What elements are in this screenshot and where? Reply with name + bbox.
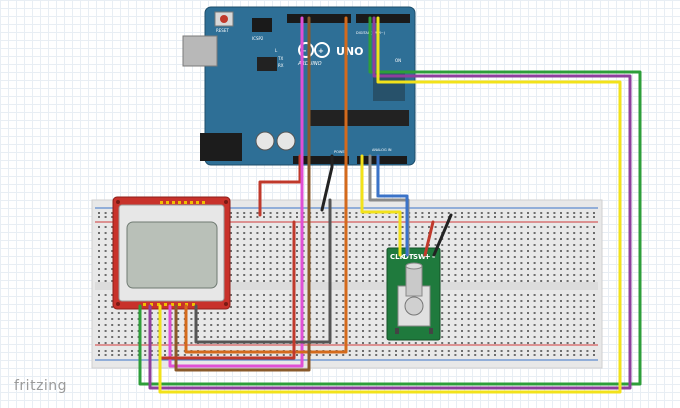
analog-label: ANALOG IN (372, 148, 392, 152)
wire-black-gnd-enc (432, 213, 453, 257)
encoder-shaft (405, 265, 423, 297)
wires (138, 16, 642, 394)
encoder-clk-label: CLK (390, 253, 406, 261)
atmega-chip (309, 110, 409, 126)
arduino-uno: RESET ICSP2 L TX RX ON − + ARDUINO UNO P… (182, 6, 416, 166)
wire-red-vcc-enc (423, 220, 435, 257)
digital-header-left (287, 14, 351, 23)
on-label: ON (395, 58, 401, 63)
wire-green-lcd (138, 16, 642, 386)
digital-header-right (356, 14, 410, 23)
icsp-label: ICSP2 (252, 36, 264, 41)
rotary-encoder: CLK DT SW + - (386, 247, 441, 341)
svg-text:+: + (318, 47, 324, 55)
usb-port (182, 35, 218, 67)
arduino-model: UNO (336, 45, 364, 58)
encoder-dt-label: DT (403, 253, 414, 261)
wire-yellow-lcd (158, 16, 622, 394)
svg-text:−: − (301, 47, 307, 55)
fritzing-brand: fritzing (14, 378, 68, 394)
power-label: POWER (334, 150, 348, 154)
wire-brown-lcd (174, 16, 311, 372)
arduino-logo: − + (298, 42, 330, 58)
encoder-minus-label: - (432, 252, 435, 261)
wire-red-vcc (258, 154, 302, 217)
wire-blue-sw (376, 154, 409, 257)
wire-purple-lcd (148, 16, 632, 390)
encoder-sw-label: SW (413, 253, 426, 261)
reset-label: RESET (216, 28, 229, 33)
lcd-module (112, 196, 231, 310)
tx-label: TX (277, 56, 283, 61)
power-jack (200, 133, 242, 161)
analog-header (357, 156, 407, 164)
rx-label: RX (278, 63, 284, 68)
l-label: L (275, 48, 278, 53)
wire-magenta-lcd (168, 16, 304, 368)
wire-yellow-clk (360, 154, 402, 257)
wire-gray-lcd (194, 198, 332, 344)
encoder-plus-label: + (424, 252, 431, 261)
wire-orange-lcd (184, 16, 348, 354)
power-header (293, 156, 349, 164)
wire-black-gnd (320, 154, 334, 212)
